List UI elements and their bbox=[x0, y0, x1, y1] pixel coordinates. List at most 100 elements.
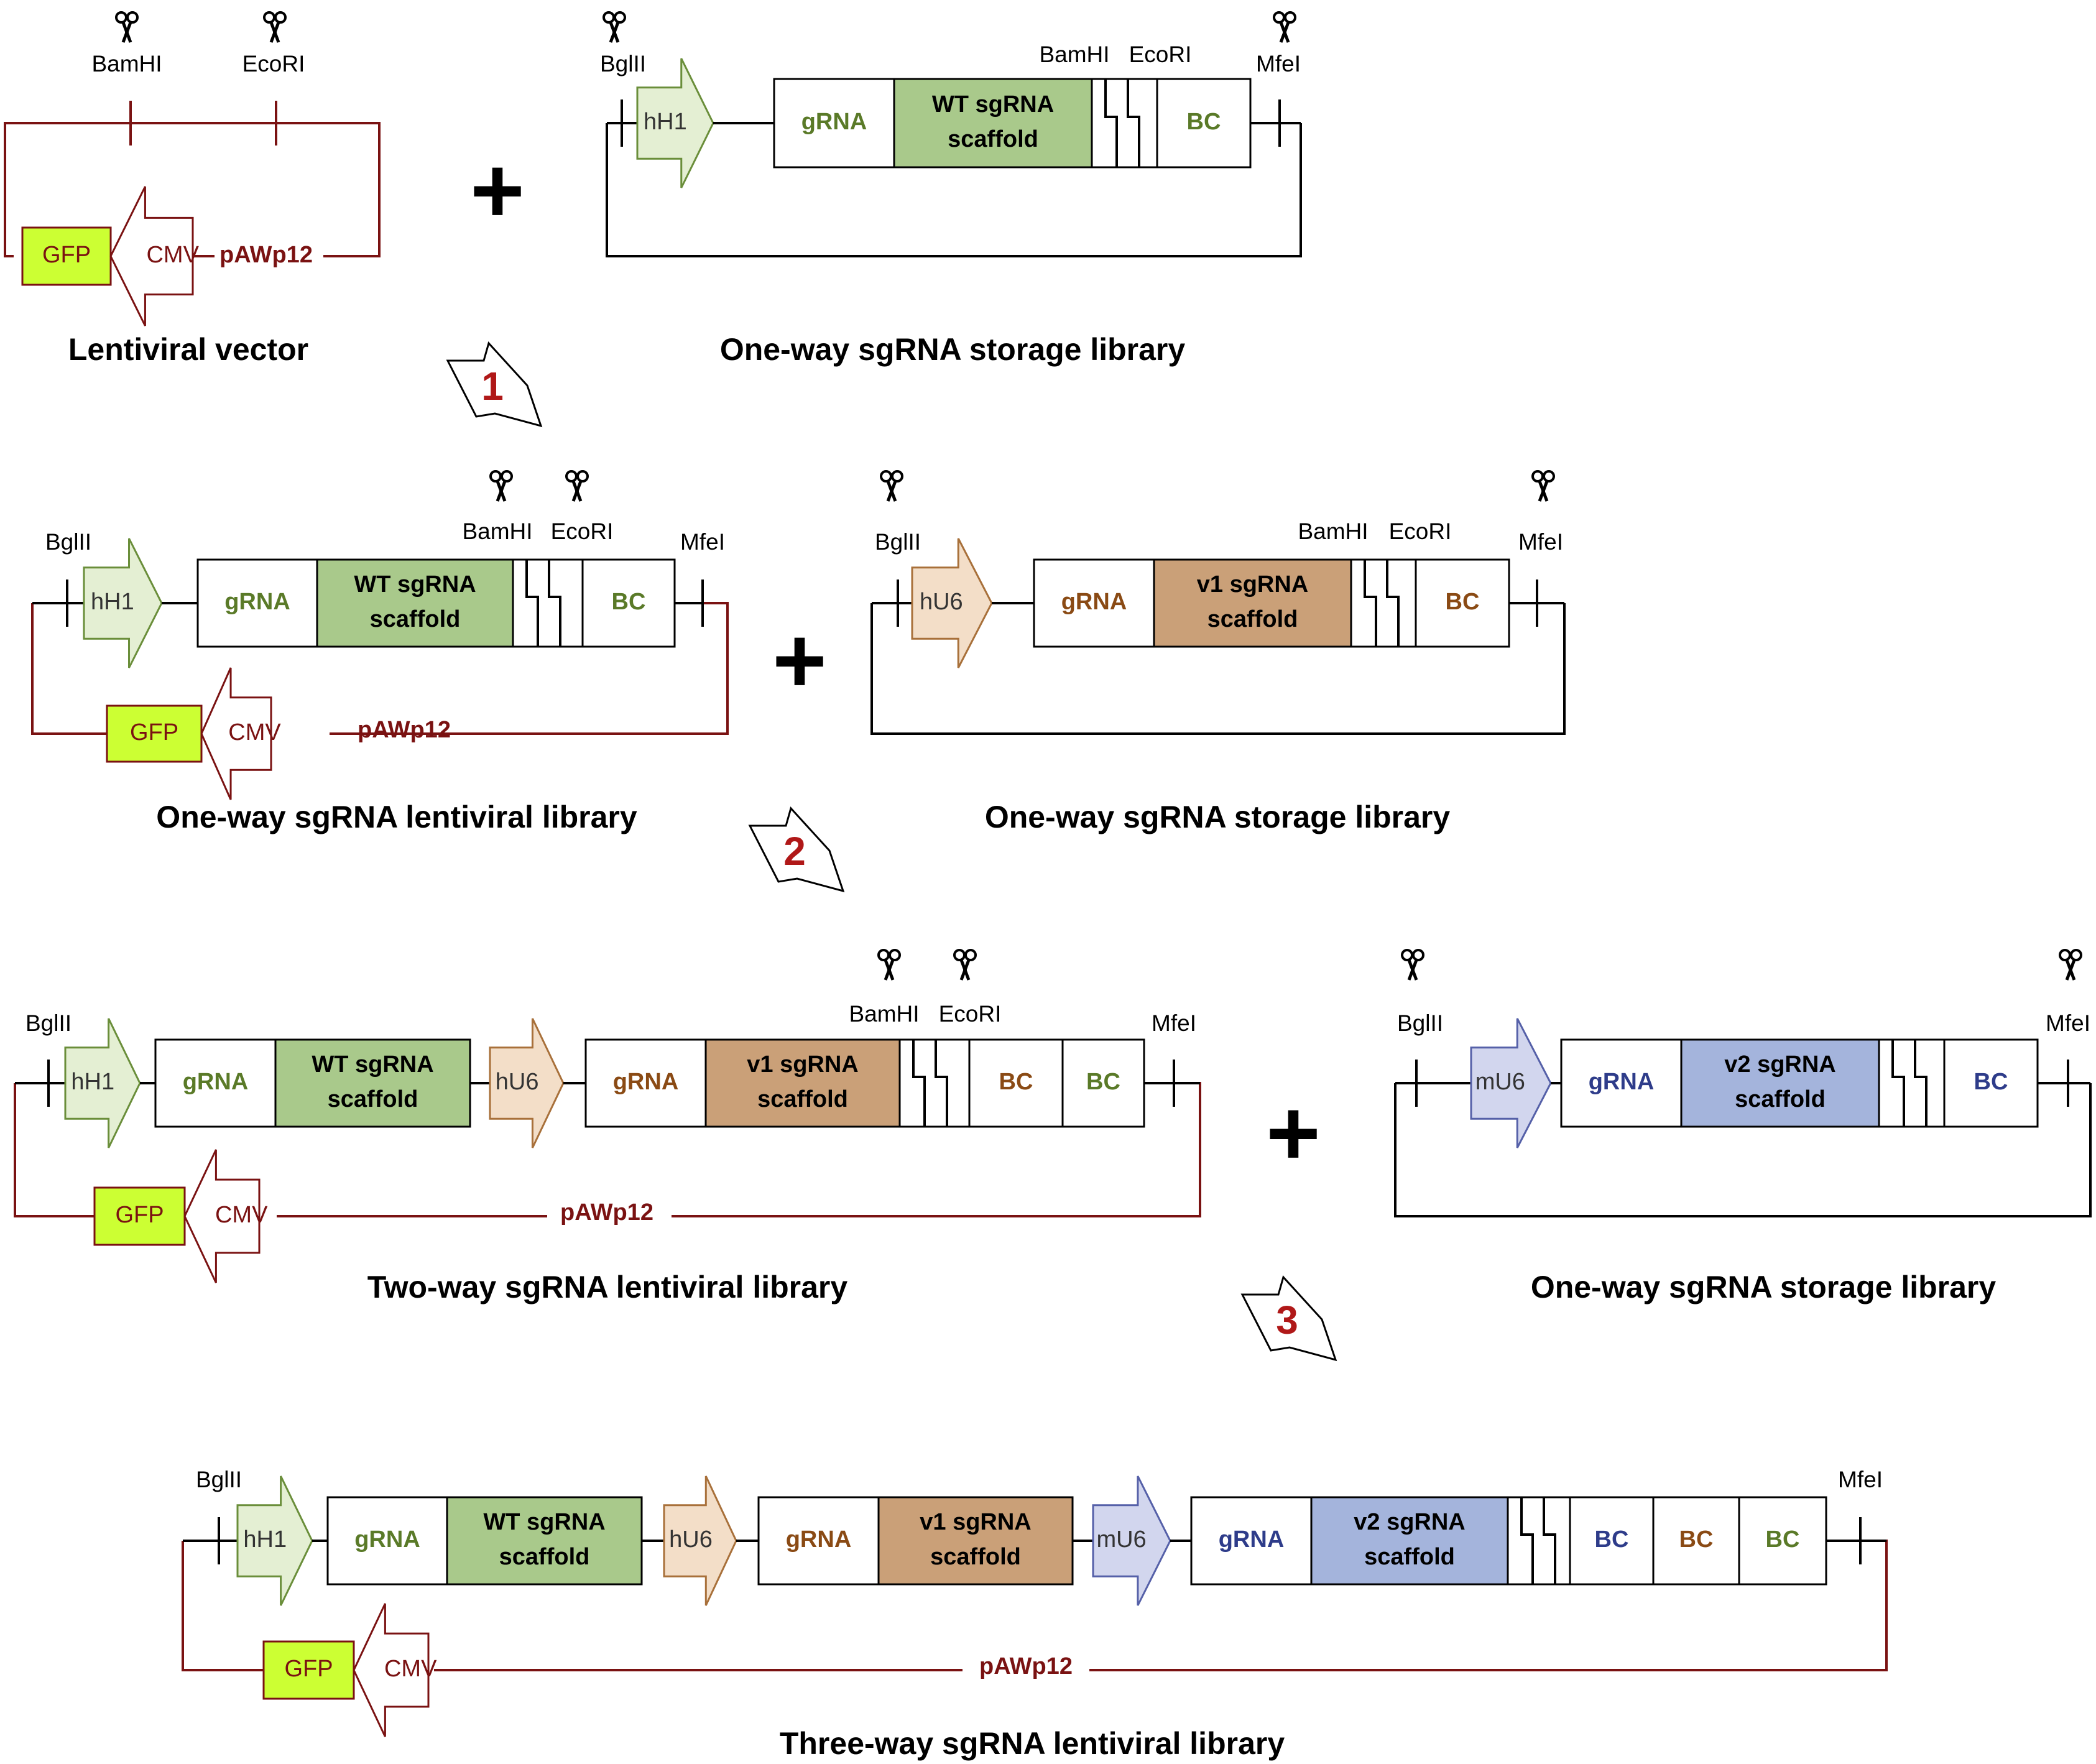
v1-scaffold-box-label: scaffold bbox=[930, 1544, 1021, 1570]
ecori-label: EcoRI bbox=[551, 519, 614, 544]
gfp-label: GFP bbox=[42, 242, 91, 268]
cut-zigzag bbox=[1891, 1040, 1905, 1127]
scissors-icon bbox=[1402, 950, 1423, 980]
wt-scaffold-box bbox=[446, 1496, 643, 1586]
wt-scaffold-box-label: WT sgRNA bbox=[354, 571, 476, 598]
scissors-icon bbox=[2060, 950, 2081, 980]
ecori-label: EcoRI bbox=[939, 1001, 1002, 1027]
grna-box-label: gRNA bbox=[1589, 1069, 1655, 1095]
plus-sign: + bbox=[1266, 1081, 1321, 1185]
v1-scaffold-box-label: v1 sgRNA bbox=[1197, 571, 1309, 598]
wt-scaffold-box-label: WT sgRNA bbox=[932, 91, 1054, 118]
backbone-line bbox=[330, 602, 729, 735]
v1-scaffold-box bbox=[704, 1038, 901, 1128]
cut-zigzag bbox=[525, 560, 539, 647]
cut-zigzag bbox=[935, 1040, 948, 1127]
v2-scaffold-box bbox=[1680, 1038, 1880, 1128]
stuffer-box bbox=[1878, 1038, 1946, 1128]
bamhi-label: BamHI bbox=[849, 1001, 919, 1027]
backbone-line bbox=[14, 1083, 95, 1217]
hU6-promoter-arrow bbox=[911, 538, 993, 668]
figure-title: One-way sgRNA storage library bbox=[1531, 1270, 1997, 1305]
bglii-label: BglII bbox=[196, 1467, 242, 1492]
bc-box-label: BC bbox=[999, 1069, 1033, 1095]
bamhi-label: BamHI bbox=[1298, 519, 1368, 544]
scissors-icon bbox=[881, 471, 902, 501]
backbone-line bbox=[31, 603, 107, 735]
v1-scaffold-box-label: v1 sgRNA bbox=[747, 1051, 859, 1078]
grna-box bbox=[1560, 1038, 1683, 1128]
hH1-promoter-label: hH1 bbox=[91, 589, 134, 615]
grna-box bbox=[773, 78, 895, 169]
step-3: 3 bbox=[1240, 1275, 1337, 1362]
cmv-promoter-arrow bbox=[183, 1149, 261, 1283]
bamhi-label: BamHI bbox=[1039, 42, 1109, 67]
v1-scaffold-box-label: scaffold bbox=[1207, 606, 1298, 632]
mfei-label: MfeI bbox=[2046, 1010, 2090, 1036]
v1-scaffold-box-label: v1 sgRNA bbox=[920, 1509, 1032, 1535]
bc-box bbox=[1738, 1496, 1827, 1586]
grna-box bbox=[196, 558, 318, 648]
grna-box-label: gRNA bbox=[801, 109, 867, 135]
hH1-promoter-label: hH1 bbox=[644, 109, 687, 135]
wt-scaffold-box-label: scaffold bbox=[499, 1544, 590, 1570]
grna-box bbox=[326, 1496, 448, 1586]
step-number: 3 bbox=[1276, 1298, 1298, 1342]
bc-box bbox=[1156, 78, 1252, 169]
cmv-label: CMV bbox=[146, 242, 199, 268]
grna-box-label: gRNA bbox=[183, 1069, 249, 1095]
hU6-promoter-label: hU6 bbox=[496, 1069, 539, 1095]
scissors-icon bbox=[604, 12, 625, 42]
stuffer-box bbox=[1507, 1496, 1571, 1586]
v2-scaffold-box-label: scaffold bbox=[1364, 1544, 1455, 1570]
bc-box-label: BC bbox=[1187, 109, 1221, 135]
bc-box-label: BC bbox=[1595, 1526, 1629, 1553]
v2-scaffold-box-label: v2 sgRNA bbox=[1724, 1051, 1836, 1078]
v1-scaffold-box-label: scaffold bbox=[757, 1086, 848, 1112]
figure-title: Three-way sgRNA lentiviral library bbox=[780, 1726, 1285, 1761]
backbone-label: pAWp12 bbox=[560, 1199, 653, 1226]
hH1-promoter-arrow bbox=[236, 1475, 313, 1606]
bamhi-label: BamHI bbox=[462, 519, 532, 544]
hU6-promoter-arrow bbox=[663, 1475, 737, 1606]
scissors-icon bbox=[264, 12, 285, 42]
cut-zigzag bbox=[1520, 1497, 1534, 1584]
mfei-label: MfeI bbox=[1256, 51, 1301, 76]
cut-zigzag bbox=[912, 1040, 926, 1127]
plus-sign: + bbox=[772, 608, 827, 713]
step-2: 2 bbox=[748, 806, 845, 893]
cmv-promoter-arrow bbox=[109, 186, 194, 326]
wt-scaffold-box-label: WT sgRNA bbox=[312, 1051, 433, 1078]
bc-box bbox=[968, 1038, 1064, 1128]
gfp-label: GFP bbox=[115, 1202, 164, 1228]
grna-box bbox=[584, 1038, 707, 1128]
mU6-promoter-arrow bbox=[1092, 1475, 1171, 1606]
bglii-label: BglII bbox=[25, 1010, 72, 1036]
backbone-label: pAWp12 bbox=[219, 242, 313, 268]
figure-title: Lentiviral vector bbox=[68, 332, 308, 367]
gfp-box bbox=[21, 226, 112, 286]
grna-box-label: gRNA bbox=[354, 1526, 420, 1553]
bc-box bbox=[1061, 1038, 1145, 1128]
bc-box-label: BC bbox=[1766, 1526, 1800, 1553]
backbone-line bbox=[1394, 1083, 2092, 1217]
cmv-label: CMV bbox=[384, 1656, 437, 1682]
wt-scaffold-box-label: scaffold bbox=[370, 606, 461, 632]
figure-title: One-way sgRNA storage library bbox=[985, 800, 1451, 834]
wt-scaffold-box-label: WT sgRNA bbox=[483, 1509, 605, 1535]
gfp-box bbox=[262, 1640, 355, 1700]
gfp-label: GFP bbox=[130, 719, 178, 746]
v1-scaffold-box bbox=[877, 1496, 1074, 1586]
cut-zigzag bbox=[1127, 79, 1140, 167]
scissors-icon bbox=[116, 12, 137, 42]
grna-box-label: gRNA bbox=[224, 589, 290, 615]
cmv-label: CMV bbox=[228, 719, 281, 746]
hH1-promoter-label: hH1 bbox=[243, 1526, 287, 1553]
wt-scaffold-box bbox=[316, 558, 514, 648]
wt-scaffold-box-label: scaffold bbox=[328, 1086, 418, 1112]
